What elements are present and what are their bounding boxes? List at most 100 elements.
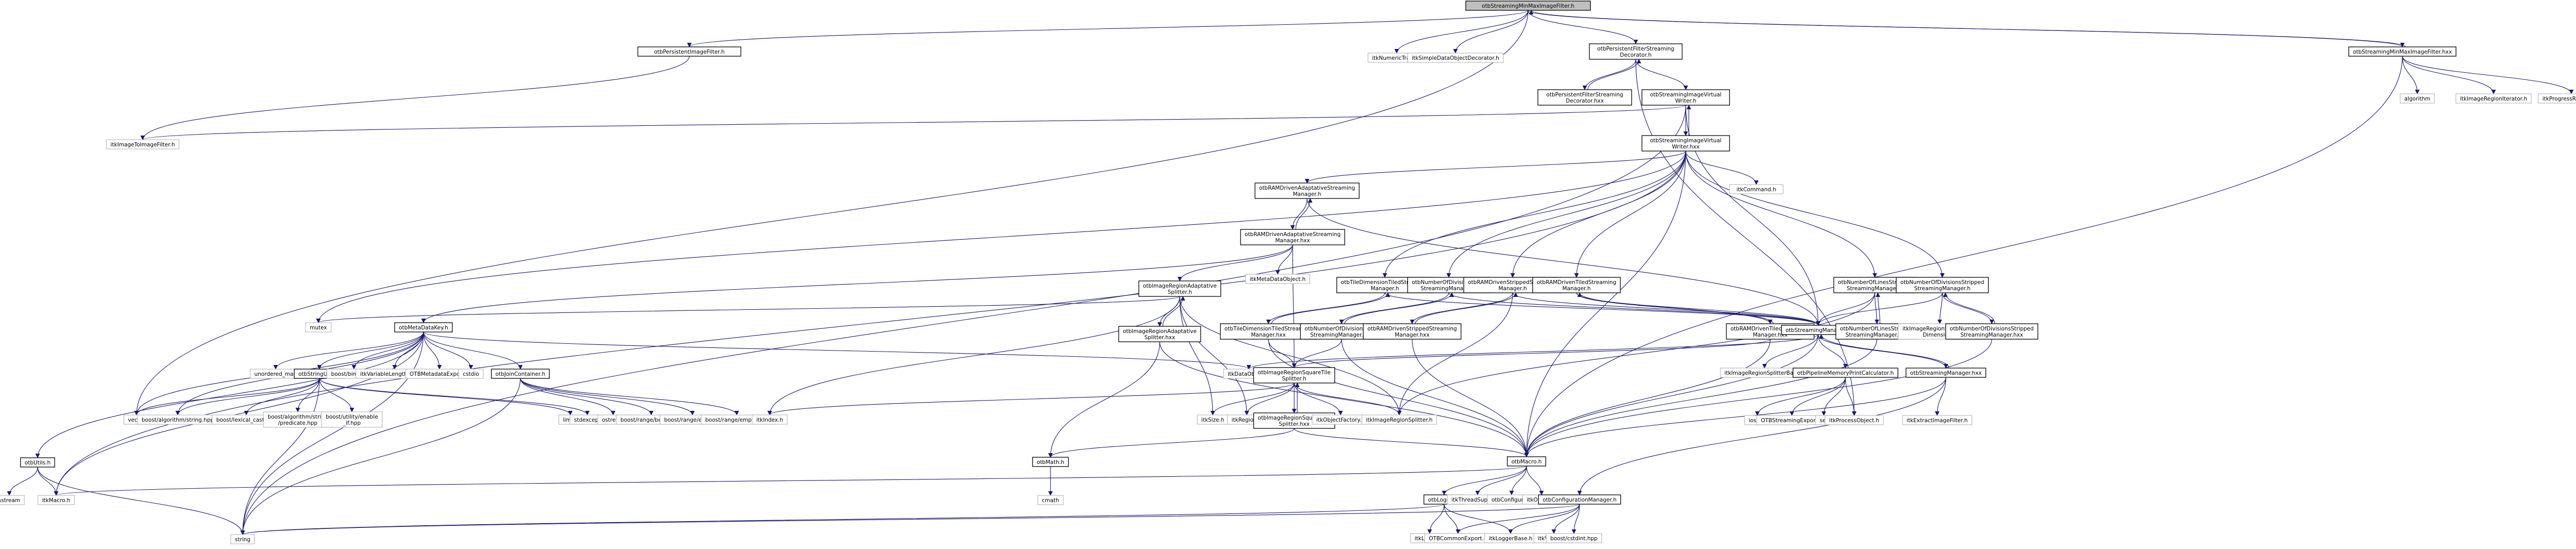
node-label: otbMetaDataKey.h — [399, 325, 448, 331]
edge-ramTiledH-to-streamingManagerH — [1576, 292, 1821, 326]
graph-node-pfsd-hxx[interactable]: otbPersistentFilterStreamingDecorator.hx… — [1537, 89, 1632, 106]
edge-stringUtils-to-vector — [134, 378, 320, 415]
edge-root-to-persistentImageFilter — [687, 10, 1529, 47]
graph-node-process-object: itkProcessObject.h — [1824, 415, 1884, 425]
graph-node-root[interactable]: otbStreamingMinMaxImageFilter.h — [1465, 1, 1591, 11]
node-label: otbPersistentFilterStreaming — [1546, 92, 1623, 98]
graph-node-common-export: OTBCommonExport.h — [1424, 533, 1492, 543]
node-label: otbNumberOfLinesStripped — [1840, 326, 1913, 332]
edge-numLinesStrippedHxx-to-numLinesStrippedH — [1875, 292, 1880, 324]
node-box — [1537, 89, 1632, 106]
graph-node-math[interactable]: otbMath.h — [1032, 457, 1069, 467]
node-label: otbRAMDrivenAdaptativeStreaming — [1259, 185, 1355, 191]
edge-minmaxHxx-to-macro — [1524, 56, 2403, 457]
graph-node-join-container[interactable]: otbJoinContainer.h — [491, 369, 550, 379]
edge-irsqSplitterH-to-index — [767, 382, 1295, 415]
graph-node-num-div-stripped-h[interactable]: otbNumberOfDivisionsStrippedStreamingMan… — [1895, 277, 1989, 293]
edge-utils-to-itkMacro — [37, 467, 59, 496]
node-box — [0, 495, 25, 505]
edge-joinContainer-to-rangeBegin — [520, 378, 654, 415]
edge-numDivStrippedH-to-streamingManagerH — [1816, 292, 1943, 326]
graph-node-utils[interactable]: otbUtils.h — [20, 457, 55, 468]
edge-numDivTiledHxx-to-macro — [1341, 339, 1529, 457]
node-label: otbConfigure.h — [1492, 497, 1532, 503]
graph-node-string: string — [230, 534, 255, 544]
node-box — [1138, 280, 1222, 297]
node-box — [106, 139, 180, 149]
edge-streamingManagerHxx-to-configManager — [1577, 377, 1946, 495]
node-label: itkMetaDataObject.h — [1250, 276, 1306, 282]
node-label: Decorator.h — [1620, 52, 1651, 58]
node-label: Manager.hxx — [1753, 332, 1787, 338]
edge-ramAdaptHxx-to-metaDataObject — [1275, 244, 1293, 275]
graph-node-config-manager[interactable]: otbConfigurationManager.h — [1538, 494, 1621, 505]
edge-sivwHxx-to-macro — [1524, 151, 1686, 457]
edge-logger-to-itkLogger — [1427, 504, 1445, 534]
node-box — [20, 457, 55, 468]
graph-node-index: itkIndex.h — [752, 414, 788, 425]
edge-iraSplitterH-to-mutex — [316, 296, 1180, 323]
edge-irsqSplitterH-to-size — [1210, 382, 1295, 415]
edge-stringUtils-to-predicate — [295, 378, 320, 412]
node-label: boost/cstdint.hpp — [1550, 536, 1598, 542]
edge-ramAdaptHxx-to-iraSplitterH — [1177, 244, 1293, 281]
node-box — [1589, 43, 1683, 60]
node-label: itkCommand.h — [1736, 187, 1776, 193]
graph-node-streaming-manager-hxx[interactable]: otbStreamingManager.hxx — [1905, 368, 1987, 378]
edge-joinContainer-to-ostream — [520, 378, 616, 415]
edge-tileDimTiledH-to-tileDimTiledHxx — [1266, 292, 1385, 324]
edge-ramStrippedH-to-regionSplitter — [1397, 292, 1513, 415]
node-box — [1945, 323, 2039, 340]
node-box — [1465, 1, 1591, 11]
graph-node-macro[interactable]: otbMacro.h — [1506, 456, 1547, 467]
node-box — [2348, 46, 2456, 57]
edge-iraSplitterHxx-to-math — [1048, 341, 1160, 458]
node-label: otbTileDimensionTiledStreaming — [1341, 279, 1429, 286]
edge-streamingManagerH-to-pipelineMem — [1818, 334, 1848, 369]
node-label: itkImageToImageFilter.h — [111, 142, 175, 148]
node-label: OTBCommonExport.h — [1429, 536, 1487, 542]
node-label: boost/algorithm/string.hpp — [142, 417, 214, 423]
node-box — [1546, 533, 1602, 543]
graph-node-itk-macro: itkMacro.h — [37, 495, 75, 505]
graph-node-stdexcept: stdexcept — [569, 414, 605, 425]
node-box — [37, 495, 75, 505]
graph-node-meta-data-key[interactable]: otbMetaDataKey.h — [394, 322, 453, 332]
edge-numLinesStrippedH-to-regionSplitter — [1397, 292, 1875, 415]
graph-node-size: itkSize.h — [1197, 414, 1229, 425]
node-label: StreamingManager.h — [1914, 286, 1970, 292]
node-label: sstream — [0, 497, 20, 504]
edge-sivwHxx-to-mutex — [316, 151, 1686, 323]
graph-node-command: itkCommand.h — [1729, 184, 1784, 194]
node-box — [2400, 93, 2435, 104]
node-label: Splitter.hxx — [1144, 335, 1175, 341]
node-box — [1641, 89, 1730, 106]
edge-pfsdHxx-to-pfsdH — [1587, 59, 1641, 90]
graph-node-pipeline-mem[interactable]: otbPipelineMemoryPrintCalculator.h — [1792, 368, 1899, 378]
graph-node-cstdio: cstdio — [458, 369, 484, 379]
graph-node-persistent-image-filter[interactable]: otbPersistentImageFilter.h — [637, 46, 741, 57]
graph-node-ram-adapt-hxx[interactable]: otbRAMDrivenAdaptativeStreamingManager.h… — [1240, 229, 1345, 245]
node-box — [321, 411, 383, 428]
edge-metaDataKey-to-metadataExport — [423, 331, 442, 370]
edge-pipelineMem-to-streamingExport — [1789, 377, 1846, 416]
edge-stringUtils-to-enableIf — [319, 378, 354, 412]
graph-node-minmax-hxx[interactable]: otbStreamingMinMaxImageFilter.hxx — [2348, 46, 2456, 57]
node-label: otbRAMDrivenAdaptativeStreaming — [1245, 231, 1341, 238]
node-box — [1118, 326, 1201, 342]
graph-node-num-div-stripped-hxx[interactable]: otbNumberOfDivisionsStrippedStreamingMan… — [1945, 323, 2039, 340]
node-box — [1240, 229, 1345, 245]
edge-stringUtils-to-boostAlgString — [175, 378, 320, 415]
node-box — [1407, 53, 1504, 63]
edge-pipelineMem-to-iosfwd — [1755, 377, 1846, 416]
